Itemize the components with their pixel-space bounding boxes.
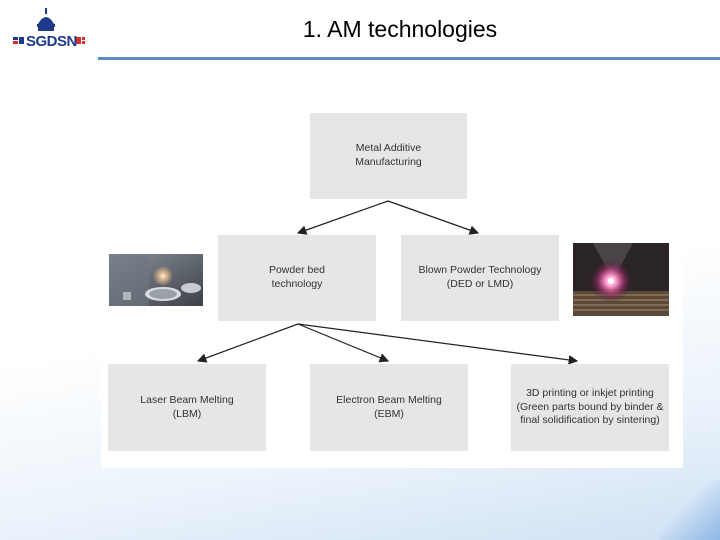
box-label: Electron Beam Melting (EBM) (336, 393, 442, 420)
box-label: 3D printing or inkjet printing (Green pa… (516, 387, 664, 427)
box-powder-bed: Powder bed technology (218, 235, 376, 321)
corner-decoration (660, 480, 720, 540)
dome-icon (13, 8, 85, 44)
am-technology-diagram: Metal Additive Manufacturing Powder bed … (101, 99, 683, 468)
header-divider (98, 57, 720, 60)
blown-powder-photo (573, 243, 669, 316)
powder-bed-photo (109, 254, 203, 306)
box-label: Powder bed technology (268, 264, 326, 290)
diagram-arrows (196, 200, 579, 365)
page-title: 1. AM technologies (302, 16, 498, 42)
box-blown-powder: Blown Powder Technology (DED or LMD) (401, 235, 559, 321)
slide-header: SGDSN 1. AM technologies (0, 0, 720, 60)
box-3d-inkjet-printing: 3D printing or inkjet printing (Green pa… (511, 364, 669, 451)
box-label: Metal Additive Manufacturing (355, 142, 422, 168)
box-label: Laser Beam Melting (LBM) (140, 393, 234, 420)
box-laser-beam-melting: Laser Beam Melting (LBM) (108, 364, 266, 451)
box-label: Blown Powder Technology (DED or LMD) (418, 264, 542, 290)
sgdsn-logo: SGDSN (0, 0, 98, 60)
box-electron-beam-melting: Electron Beam Melting (EBM) (310, 364, 468, 451)
box-metal-additive-manufacturing: Metal Additive Manufacturing (310, 113, 467, 199)
logo-wordmark: SGDSN (26, 33, 77, 50)
